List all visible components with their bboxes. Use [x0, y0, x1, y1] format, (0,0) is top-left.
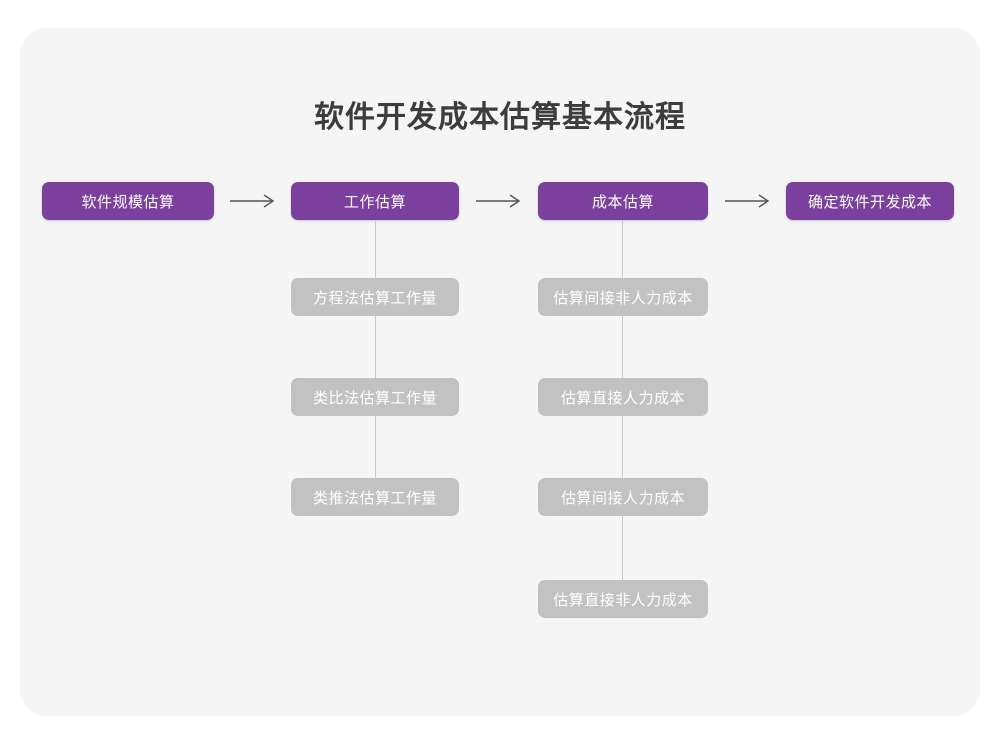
flow-node-cost-estimation[interactable]: 成本估算 — [538, 182, 708, 220]
connector-line — [622, 316, 623, 378]
flow-node-software-size-estimation[interactable]: 软件规模估算 — [42, 182, 214, 220]
branch-node-equation-method-workload[interactable]: 方程法估算工作量 — [291, 278, 459, 316]
branch-node-label: 估算直接人力成本 — [560, 389, 685, 407]
branch-node-label: 类推法估算工作量 — [312, 489, 437, 507]
branch-node-indirect-labor-cost[interactable]: 估算间接人力成本 — [538, 478, 708, 516]
flow-node-work-estimation[interactable]: 工作估算 — [291, 182, 459, 220]
connector-line — [375, 416, 376, 478]
branch-node-label: 估算间接非人力成本 — [553, 289, 693, 307]
diagram-card — [20, 28, 980, 716]
branch-node-direct-nonlabor-cost[interactable]: 估算直接非人力成本 — [538, 580, 708, 618]
flow-node-label: 成本估算 — [591, 193, 654, 211]
branch-node-analogical-inference-workload[interactable]: 类推法估算工作量 — [291, 478, 459, 516]
branch-node-label: 估算间接人力成本 — [560, 489, 685, 507]
connector-line — [622, 220, 623, 278]
page-title: 软件开发成本估算基本流程 — [314, 101, 686, 134]
branch-node-analogy-method-workload[interactable]: 类比法估算工作量 — [291, 378, 459, 416]
branch-node-indirect-nonlabor-cost[interactable]: 估算间接非人力成本 — [538, 278, 708, 316]
arrow-right-icon-3 — [723, 186, 775, 216]
flow-node-label: 确定软件开发成本 — [807, 193, 932, 211]
connector-line — [622, 416, 623, 478]
branch-node-label: 类比法估算工作量 — [312, 389, 437, 407]
flow-node-label: 软件规模估算 — [81, 193, 175, 211]
branch-node-label: 方程法估算工作量 — [312, 289, 437, 307]
connector-line — [622, 516, 623, 580]
branch-node-label: 估算直接非人力成本 — [553, 591, 693, 609]
arrow-right-icon-1 — [228, 186, 280, 216]
flow-node-label: 工作估算 — [343, 193, 406, 211]
flow-node-determine-development-cost[interactable]: 确定软件开发成本 — [786, 182, 954, 220]
branch-node-direct-labor-cost[interactable]: 估算直接人力成本 — [538, 378, 708, 416]
connector-line — [375, 316, 376, 378]
arrow-right-icon-2 — [474, 186, 526, 216]
connector-line — [375, 220, 376, 278]
